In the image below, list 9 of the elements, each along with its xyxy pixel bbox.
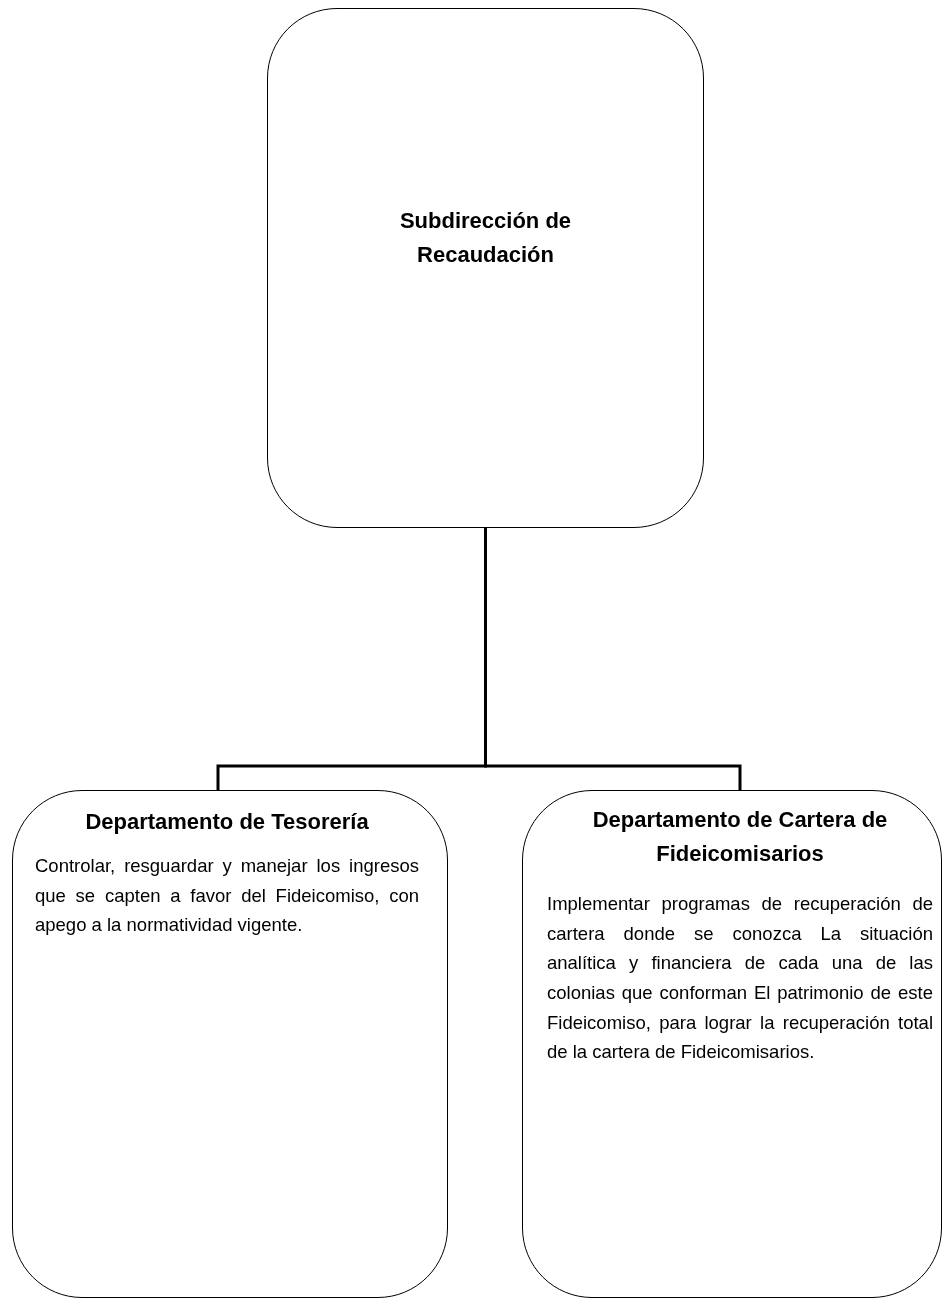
description-text: Implementar programas de recuperación de cartera donde se conozca La situación analítica y financiera de cada una de las colonias que conforman El patrimonio de este Fideicomiso, para lograr la recuperación total de la cartera de Fideicomisarios. [547, 892, 933, 1065]
connector-line [484, 528, 742, 790]
box-heading: Subdirección de Recaudación [398, 206, 573, 269]
description-text: Controlar, resguardar y manejar los ingresos que se capten a favor del Fideicomiso, con apego a la normatividad vigente. [35, 854, 419, 938]
box-heading: Departamento de Tesorería [84, 808, 370, 836]
rounded-box [267, 8, 704, 528]
department-box [522, 790, 942, 1298]
box-heading: Departamento de Cartera de Fideicomisarios [591, 806, 889, 869]
department-box [12, 790, 448, 1298]
